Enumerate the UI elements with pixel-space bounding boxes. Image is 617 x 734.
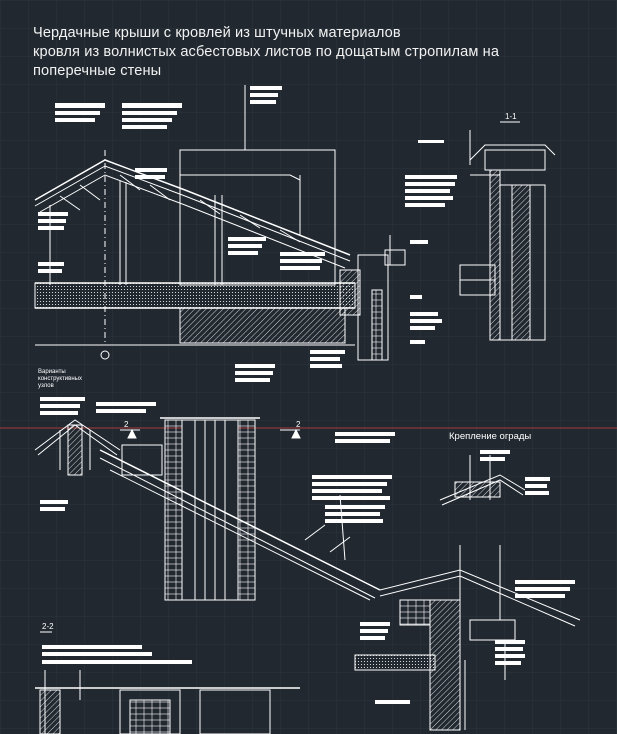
main-section: [34, 85, 406, 361]
variants-note: Варианты конструктивных узлов: [38, 369, 82, 389]
title-line-2: кровля из волнистых асбестовых листов по…: [33, 44, 500, 60]
fence-detail: [439, 455, 526, 506]
title-line-1: Чердачные крыши с кровлей из штучных мат…: [33, 25, 401, 41]
section-1-1: [459, 121, 556, 341]
title-line-3: поперечные стены: [33, 63, 162, 79]
eave-detail: [354, 545, 581, 731]
section-mark-right: 2: [296, 420, 301, 429]
section-2-chimney: [99, 417, 381, 601]
section-label-2-2: 2-2: [42, 622, 54, 631]
label-blocks: [38, 86, 575, 704]
fence-fastening-title: Крепление ограды: [449, 431, 532, 442]
section-2-2: [35, 631, 300, 734]
section-mark-left: 2: [124, 420, 129, 429]
variants-detail: [34, 419, 163, 476]
section-label-1-1: 1-1: [505, 112, 517, 121]
